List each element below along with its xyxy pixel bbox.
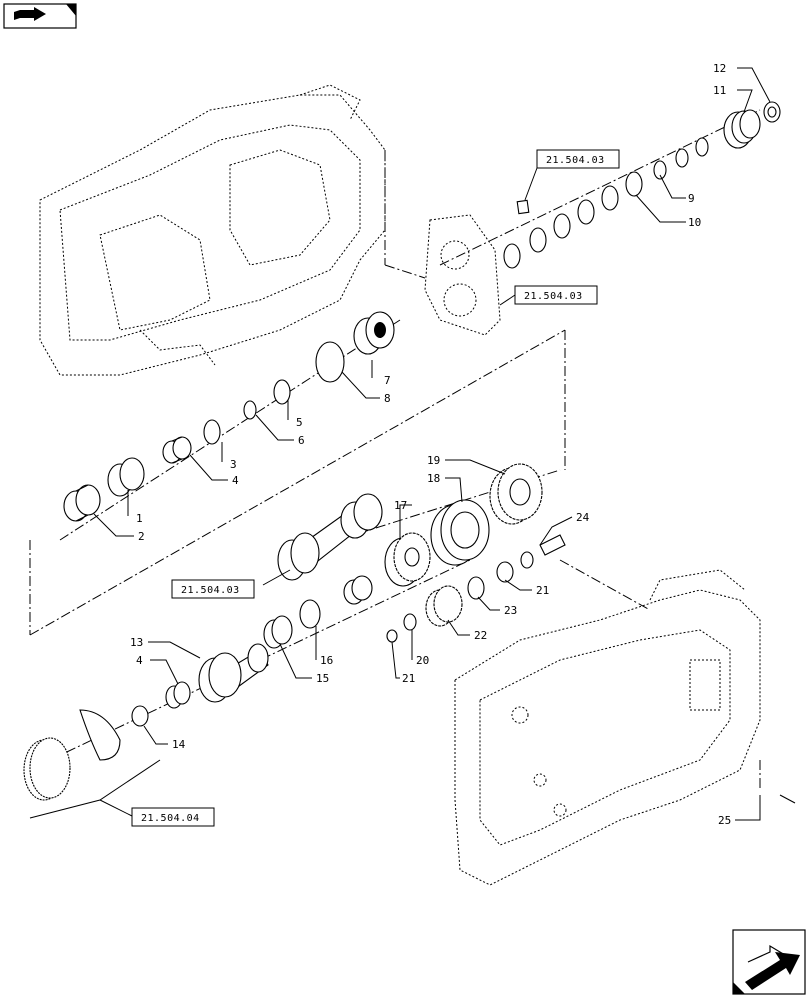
callout-6: 6 <box>298 434 305 447</box>
callout-19: 19 <box>427 454 440 467</box>
callout-25: 25 <box>718 814 731 827</box>
callout-12: 12 <box>713 62 726 75</box>
next-page-arrow-icon[interactable] <box>732 929 806 995</box>
callout-3: 3 <box>230 458 237 471</box>
lower-transmission-housing <box>454 569 761 886</box>
ref-box-1[interactable]: 21.504.03 <box>536 149 620 169</box>
ring-3 <box>203 419 221 445</box>
callout-14: 14 <box>172 738 186 751</box>
gear-19 <box>489 463 543 525</box>
callout-1: 1 <box>136 512 143 525</box>
ring-21-upper <box>496 561 514 583</box>
ref-label: 21.504.03 <box>181 585 240 596</box>
washer-5 <box>273 379 291 405</box>
ref-label: 21.504.04 <box>141 813 200 824</box>
needle-bearing-4-lower <box>165 681 191 709</box>
shaft-13 <box>198 643 269 703</box>
callout-4-upper: 4 <box>232 474 239 487</box>
callout-17: 17 <box>394 499 407 512</box>
ref-label: 21.504.03 <box>546 155 605 166</box>
bearing-2 <box>63 484 101 522</box>
ring-14 <box>131 705 149 727</box>
callout-23: 23 <box>504 604 517 617</box>
callout-16: 16 <box>320 654 333 667</box>
ref-box-3[interactable]: 21.504.03 <box>171 579 255 599</box>
callout-11: 11 <box>713 84 726 97</box>
needle-bearing-4-upper <box>162 436 192 464</box>
leader-lines <box>29 67 771 821</box>
callout-9: 9 <box>688 192 695 205</box>
callout-21-upper: 21 <box>536 584 549 597</box>
ring-21-lower <box>386 629 398 643</box>
gear-22 <box>425 585 463 627</box>
callout-10: 10 <box>688 216 701 229</box>
upper-transmission-housing <box>39 84 386 376</box>
callout-2: 2 <box>138 530 145 543</box>
pin-24 <box>520 534 566 569</box>
gear-17 <box>384 532 431 587</box>
main-shaft-assembly <box>277 493 383 581</box>
bearing-7 <box>353 311 395 355</box>
ref-label: 21.504.03 <box>524 291 583 302</box>
washer-20 <box>403 613 417 631</box>
ring-6 <box>243 400 257 420</box>
ring-12 <box>763 101 781 123</box>
sleeve-1 <box>107 457 145 497</box>
upper-shaft-parts <box>63 101 781 522</box>
book-forward-icon[interactable] <box>3 3 77 29</box>
bearing-11 <box>723 109 761 149</box>
callout-24: 24 <box>576 511 590 524</box>
callout-21-lower: 21 <box>402 672 415 685</box>
ring-gear-18 <box>430 499 490 566</box>
callout-18: 18 <box>427 472 440 485</box>
snap-ring-23 <box>467 576 485 600</box>
callout-7: 7 <box>384 374 391 387</box>
callout-4-lower: 4 <box>136 654 143 667</box>
callout-20: 20 <box>416 654 429 667</box>
bearing-near-17 <box>343 575 373 605</box>
callout-8: 8 <box>384 392 391 405</box>
pin-25 <box>779 794 796 804</box>
ref-box-4[interactable]: 21.504.04 <box>131 807 215 827</box>
callout-numbers: 12 11 9 10 7 8 5 6 3 4 1 2 17 18 19 24 2… <box>130 62 731 827</box>
ref-box-2[interactable]: 21.504.03 <box>514 285 598 305</box>
ring-16 <box>299 599 321 629</box>
callout-22: 22 <box>474 629 487 642</box>
bearing-15 <box>263 615 293 649</box>
friction-disc <box>23 737 71 801</box>
callout-15: 15 <box>316 672 329 685</box>
snap-ring-8 <box>315 341 345 383</box>
callout-5: 5 <box>296 416 303 429</box>
snap-ring-large <box>79 709 121 761</box>
cover-plate <box>424 199 530 336</box>
callout-13: 13 <box>130 636 143 649</box>
